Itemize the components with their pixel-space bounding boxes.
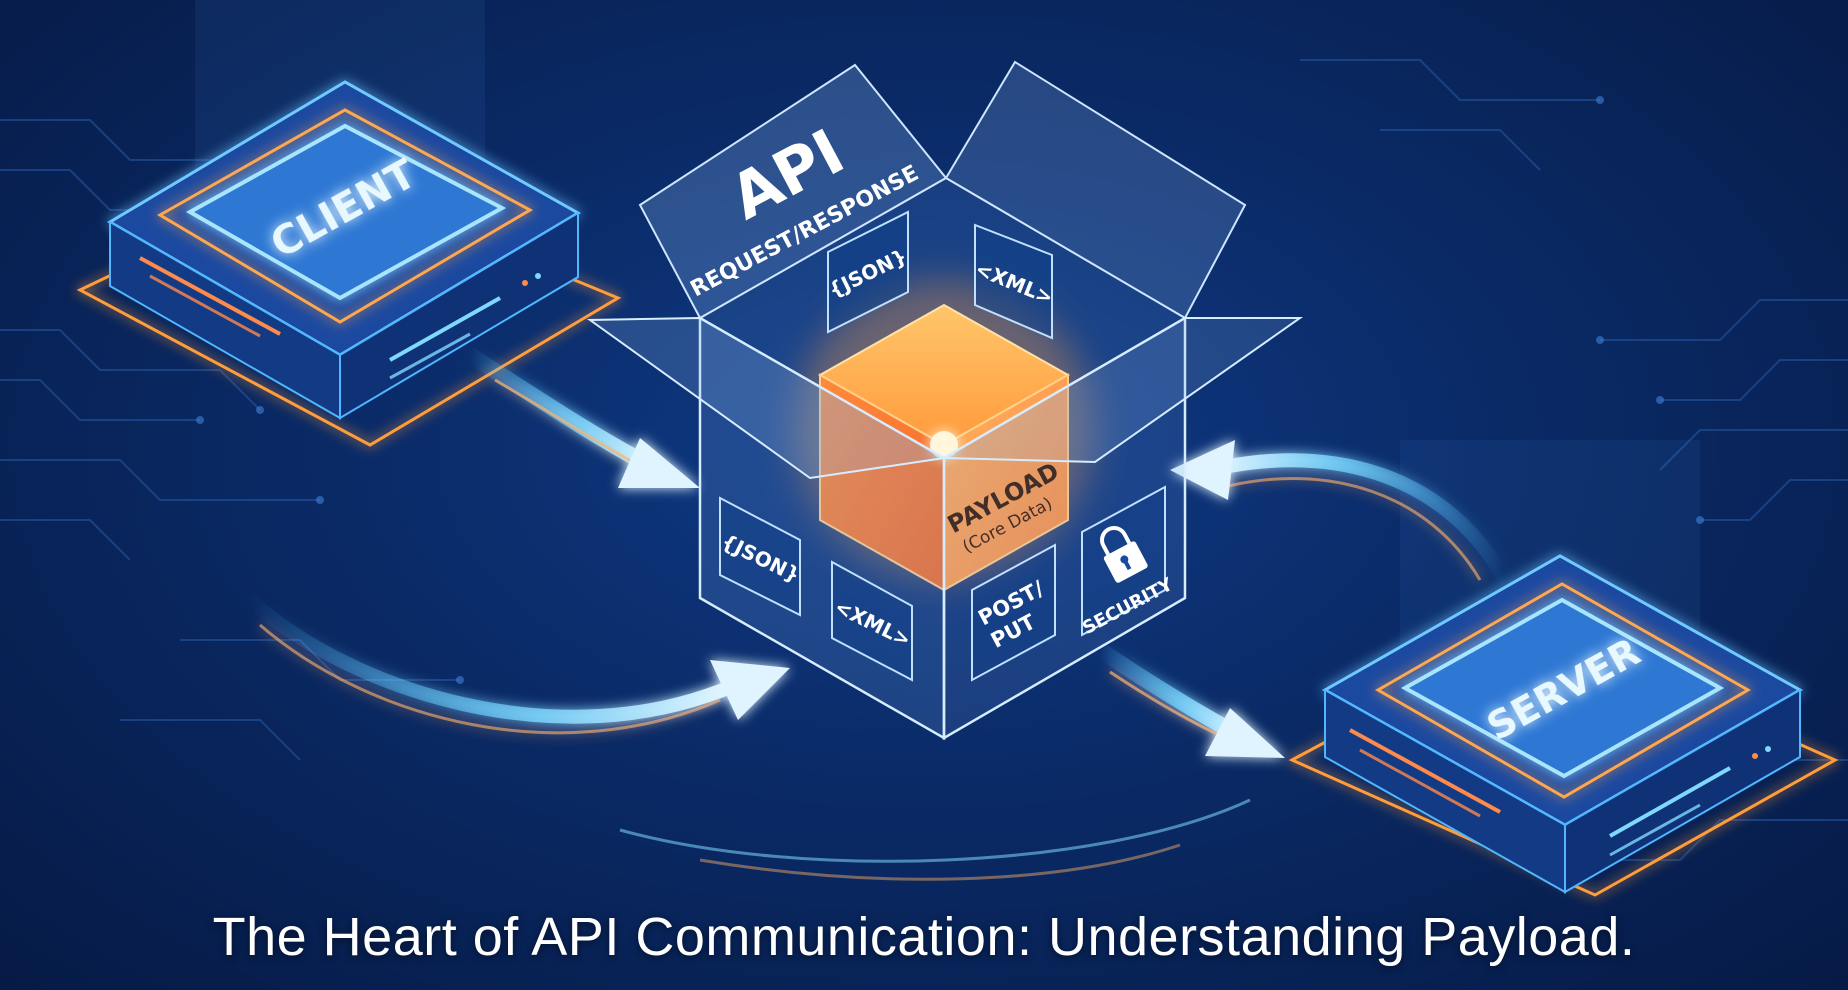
caption-title: The Heart of API Communication: Understa… <box>212 907 1636 967</box>
tag-xml-front: <XML> <box>831 560 915 682</box>
box-flap-right-back <box>944 60 1247 320</box>
circuit-traces <box>0 59 1848 861</box>
client-device: CLIENT <box>76 80 622 447</box>
box-flap-right-front <box>940 317 1304 464</box>
tag-post-put: POST/ PUT <box>971 543 1056 682</box>
api-box: PAYLOAD (Core Data) API REQUEST/RESPONSE… <box>586 60 1304 741</box>
arrow-client-to-box <box>462 347 700 488</box>
arrow-box-to-server <box>1092 642 1285 758</box>
tag-xml-top: <XML> <box>972 223 1057 340</box>
server-device: SERVER <box>1288 554 1839 897</box>
arrow-server-to-box <box>1170 440 1512 587</box>
arrow-box-to-client <box>243 593 790 735</box>
tag-json-front: {JSON} <box>718 496 804 617</box>
tag-json-top: {JSON} <box>825 210 911 334</box>
payload-cube: PAYLOAD (Core Data) <box>817 303 1071 592</box>
box-flap-left-front <box>586 316 947 480</box>
orbit-trail <box>619 798 1251 881</box>
padlock-icon <box>1100 526 1148 583</box>
